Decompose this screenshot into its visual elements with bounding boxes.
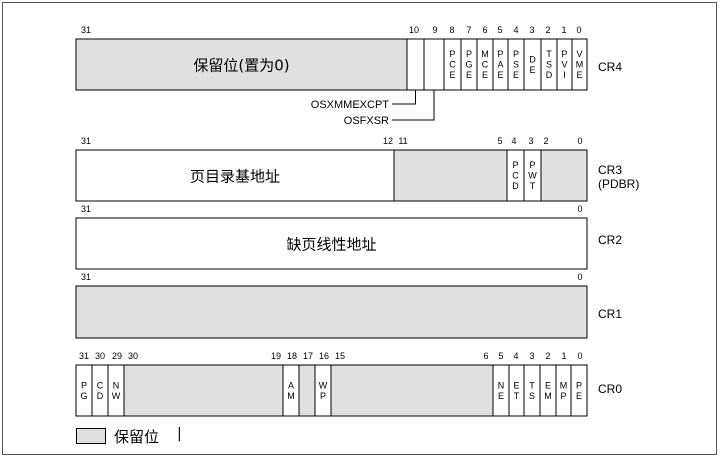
cr1-bit-number: 31 — [81, 272, 91, 282]
cr4-field-bits-10-10 — [406, 38, 425, 91]
cr0-bit-number: 30 — [128, 351, 138, 361]
osfxsr-leader-line — [392, 90, 435, 121]
cr0-bit-number: 2 — [545, 351, 550, 361]
cr2-bit-number: 31 — [81, 204, 91, 214]
cr3-bit-number: 12 — [383, 136, 393, 146]
cr2-field-缺页线性地址 — [75, 217, 588, 270]
cr4-bit-number: 7 — [466, 25, 471, 35]
cr4-bit-number: 5 — [497, 25, 502, 35]
osxmmexcpt-leader-line — [392, 90, 416, 105]
register-name-cr2: CR2 — [598, 233, 622, 247]
cr3-bit-number: 3 — [528, 136, 533, 146]
cr3-bit-number: 2 — [543, 136, 548, 146]
cr3-field-bits-11-5 — [393, 149, 508, 202]
cr4-field-vme — [571, 38, 588, 91]
cr0-bit-number: 3 — [529, 351, 534, 361]
cr0-bit-number: 15 — [335, 351, 345, 361]
cr3-bit-number: 5 — [497, 136, 502, 146]
cr0-bit-number: 1 — [561, 351, 566, 361]
cr2-bit-number: 0 — [577, 204, 582, 214]
cr1-bit-number: 0 — [577, 272, 582, 282]
cr1-field-bits-31-0 — [75, 285, 588, 339]
cr4-bit-number: 9 — [432, 25, 437, 35]
cr0-bit-number: 0 — [577, 351, 582, 361]
cr0-bit-number: 6 — [483, 351, 488, 361]
register-name-cr4: CR4 — [598, 60, 622, 74]
cr4-bit-number: 0 — [576, 25, 581, 35]
cr3-field-label: 页目录基地址 — [190, 168, 280, 186]
diagram-frame — [2, 2, 717, 455]
cr2-field-label: 缺页线性地址 — [286, 236, 376, 254]
osxmmexcpt-label: OSXMMEXCPT — [311, 99, 390, 111]
cr3-bit-number: 4 — [511, 136, 516, 146]
cr4-field-bits-9-9 — [423, 38, 445, 91]
register-name-cr1: CR1 — [598, 307, 622, 321]
cr4-bit-number: 8 — [449, 25, 454, 35]
legend-label: 保留位 — [114, 428, 160, 446]
cr0-bit-number: 19 — [271, 351, 281, 361]
cr0-bit-number: 16 — [319, 351, 329, 361]
cr4-bit-number: 4 — [513, 25, 518, 35]
osfxsr-label: OSFXSR — [344, 115, 389, 127]
register-name-cr3: CR3 — [598, 163, 622, 177]
cr4-bit-number: 6 — [482, 25, 487, 35]
cr0-field-bits-28-19 — [123, 364, 284, 417]
cr4-bit-number: 2 — [545, 25, 550, 35]
cr0-bit-number: 30 — [95, 351, 105, 361]
cr0-bit-number: 31 — [79, 351, 89, 361]
cr0-field-pe — [570, 364, 588, 417]
cr0-bit-number: 18 — [287, 351, 297, 361]
cr4-bit-number: 3 — [529, 25, 534, 35]
cr4-field-保留位(置为0) — [75, 38, 408, 91]
cr0-field-bits-17-17 — [298, 364, 316, 417]
cr0-bit-number: 4 — [513, 351, 518, 361]
cr4-bit-number: 1 — [561, 25, 566, 35]
register-name-cr3: (PDBR) — [598, 177, 639, 191]
cr3-bit-number: 0 — [577, 136, 582, 146]
cr0-bit-number: 17 — [303, 351, 313, 361]
cr4-field-label: 保留位(置为0) — [193, 57, 289, 75]
cr3-bit-number: 11 — [398, 136, 407, 146]
cr3-field-bits-2-0 — [540, 149, 588, 202]
register-name-cr0: CR0 — [598, 382, 622, 396]
cr0-field-bits-15-6 — [330, 364, 494, 417]
cr4-bit-number: 10 — [409, 25, 419, 35]
cr0-bit-number: 5 — [498, 351, 503, 361]
legend-swatch-reserved — [76, 428, 106, 444]
cr3-bit-number: 31 — [81, 136, 91, 146]
cr3-field-页目录基地址 — [75, 149, 395, 202]
legend-mark: | — [177, 426, 182, 442]
cr0-bit-number: 29 — [112, 351, 122, 361]
cr4-bit-number: 31 — [81, 25, 91, 35]
